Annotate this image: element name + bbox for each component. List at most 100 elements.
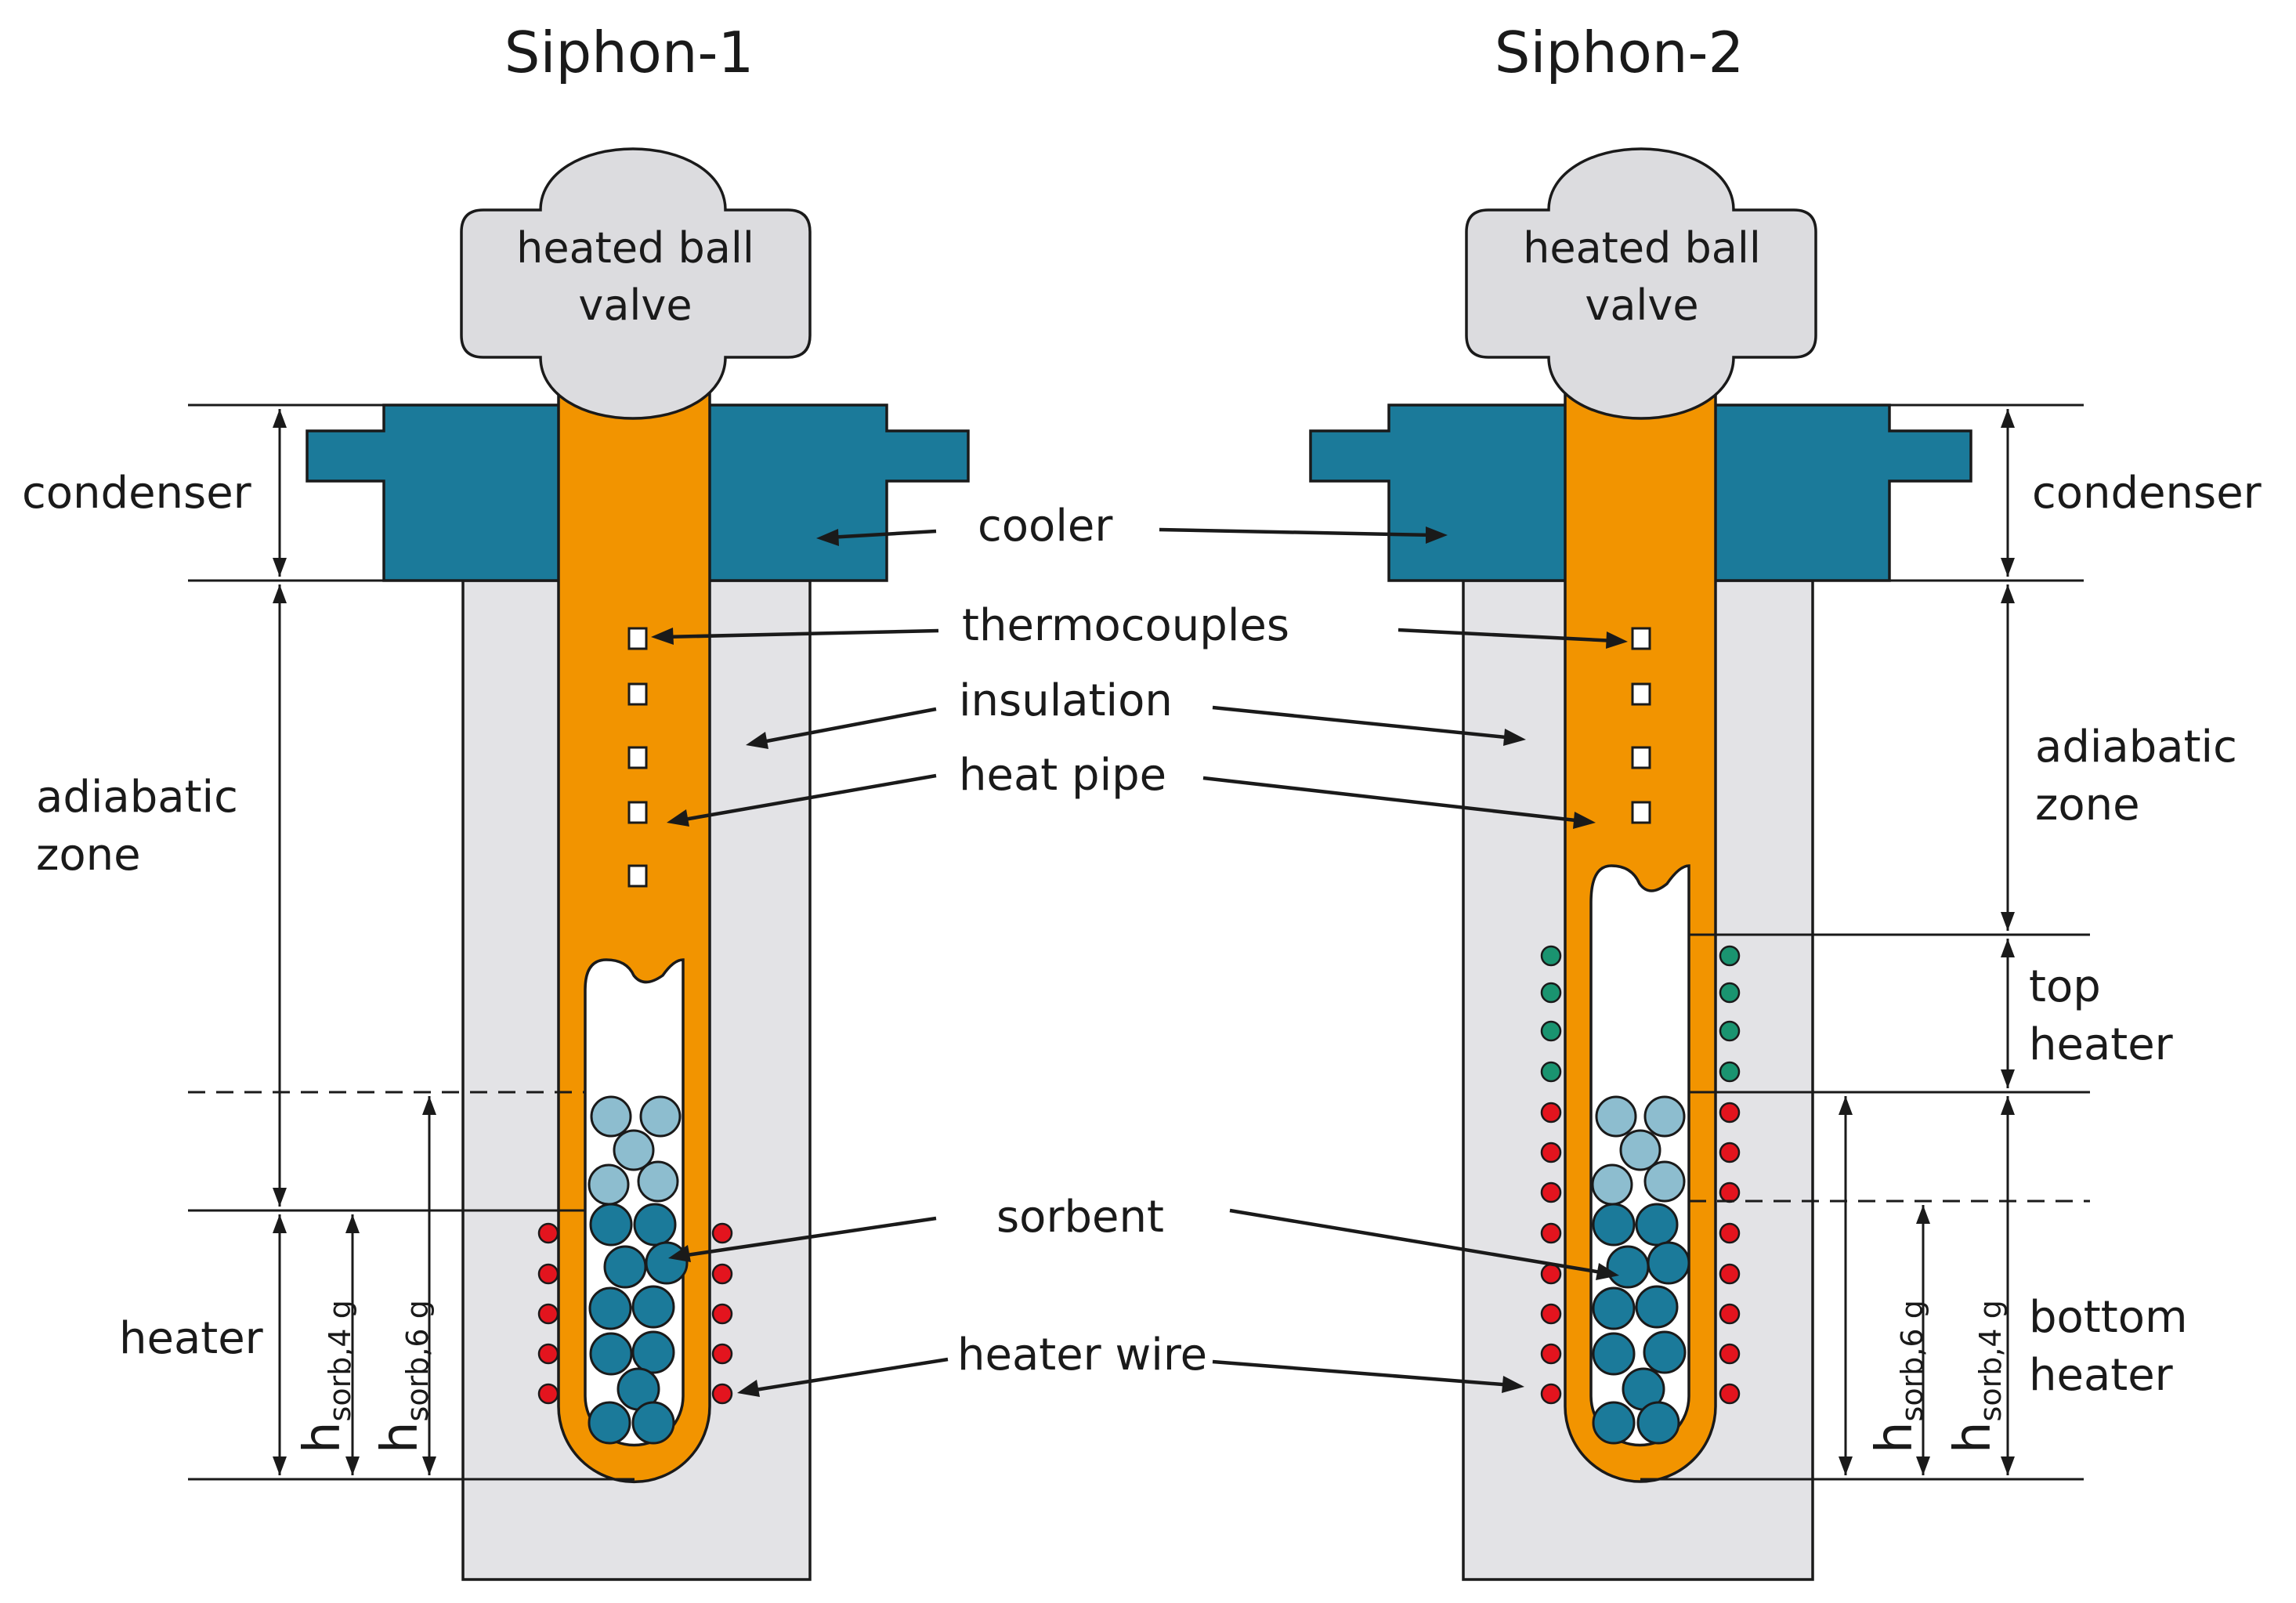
heater-wire-dot: [1719, 1263, 1741, 1285]
valve-label-line1-right: heated ball: [1523, 223, 1761, 273]
heater-wire-dot: [1719, 1102, 1741, 1124]
valve-label-line2-right: valve: [1585, 280, 1698, 330]
heater-wire-dot: [1540, 1383, 1562, 1405]
heater-wire-dot-green: [1540, 945, 1562, 967]
heater-wire-dot-green: [1540, 982, 1562, 1004]
sorbent-particle-light: [1591, 1163, 1633, 1206]
heater-wire-dot: [711, 1222, 733, 1244]
thermocouple: [1631, 746, 1651, 769]
label-insulation: insulation: [959, 675, 1173, 726]
thermocouple: [627, 682, 648, 706]
label-heat-pipe: heat pipe: [959, 750, 1166, 801]
label-adiabatic-right-2: zone: [2035, 780, 2140, 830]
heater-wire-dot: [1540, 1142, 1562, 1163]
heater-wire-dot: [711, 1343, 733, 1365]
label-cooler: cooler: [978, 501, 1113, 552]
heater-wire-dot: [1540, 1263, 1562, 1285]
dim-label-sorb-4g-right: hsorb,4 g: [1944, 1300, 2008, 1453]
title-siphon-2: Siphon-2: [1495, 20, 1745, 85]
sorbent-particle-light: [1643, 1095, 1686, 1138]
heater-wire-dot: [1540, 1343, 1562, 1365]
dim-label-sorb-4g-left: hsorb,4 g: [294, 1300, 357, 1453]
label-thermocouples: thermocouples: [962, 600, 1289, 651]
label-top-heater-right-2: heater: [2029, 1019, 2174, 1070]
heater-wire-dot: [1719, 1303, 1741, 1325]
heater-wire-dot: [537, 1343, 559, 1365]
sorbent-particle-light: [613, 1129, 655, 1171]
sorbent-particles-left: [588, 1095, 689, 1445]
dimension-arrows-left: [273, 409, 436, 1475]
heater-wire-dot: [711, 1383, 733, 1405]
heater-wire-dot: [1719, 1343, 1741, 1365]
heater-wire-dot: [1540, 1303, 1562, 1325]
sorbent-particle-dark: [631, 1401, 675, 1445]
sorbent-particle-dark: [1635, 1285, 1679, 1329]
heater-wire-dot-green: [1540, 1061, 1562, 1083]
heater-wire-dot-green: [1719, 945, 1741, 967]
thermocouple: [1631, 682, 1651, 706]
sorbent-particle-dark: [1592, 1332, 1636, 1376]
heater-wire-left: [537, 1222, 733, 1405]
sorbent-particle-dark: [588, 1286, 632, 1330]
dimension-arrows-right: [1839, 409, 2015, 1475]
thermocouples-right: [1631, 627, 1651, 824]
sorbent-particle-dark: [631, 1285, 675, 1329]
sorbent-particle-light: [639, 1095, 682, 1138]
sorbent-particle-light: [588, 1163, 630, 1206]
sorbent-particle-light: [1643, 1160, 1686, 1203]
heater-wire-dot: [1719, 1222, 1741, 1244]
thermocouples-left: [627, 627, 648, 888]
sorbent-particle-light: [590, 1095, 632, 1138]
valve-label-line2-left: valve: [578, 280, 692, 330]
sorbent-particle-light: [637, 1160, 679, 1203]
label-heater-wire: heater wire: [957, 1330, 1207, 1380]
sorbent-particle-dark: [1636, 1401, 1680, 1445]
title-siphon-1: Siphon-1: [504, 20, 754, 85]
thermocouple: [627, 801, 648, 824]
heater-wire-dot: [537, 1383, 559, 1405]
thermocouple: [1631, 627, 1651, 650]
bottom-heater-wire-right: [1540, 1102, 1741, 1405]
heater-wire-dot-green: [1719, 982, 1741, 1004]
sorbent-particle-light: [1595, 1095, 1637, 1138]
heater-wire-dot: [1540, 1102, 1562, 1124]
label-sorbent: sorbent: [996, 1192, 1164, 1243]
label-heater-left: heater: [119, 1313, 264, 1364]
label-condenser-left: condenser: [22, 468, 252, 519]
heater-wire-dot: [537, 1222, 559, 1244]
thermocouple: [627, 627, 648, 650]
sorbent-particle-light: [1619, 1129, 1661, 1171]
label-adiabatic-left-2: zone: [36, 830, 141, 881]
label-top-heater-right-1: top: [2029, 961, 2101, 1012]
siphon-2: heated ball valve: [1309, 147, 2262, 1581]
heater-wire-dot-green: [1719, 1061, 1741, 1083]
sorbent-particle-dark: [1643, 1330, 1687, 1374]
sorbent-particle-dark: [1592, 1203, 1636, 1247]
label-condenser-right: condenser: [2032, 468, 2262, 519]
sorbent-particle-dark: [1606, 1245, 1650, 1289]
heater-wire-dot: [1719, 1181, 1741, 1203]
heated-ball-valve-right: [1465, 147, 1817, 420]
label-adiabatic-right-1: adiabatic: [2035, 722, 2237, 773]
heater-wire-dot: [711, 1303, 733, 1325]
sorbent-particle-dark: [645, 1241, 689, 1285]
dim-label-sorb-6g-left: hsorb,6 g: [371, 1300, 435, 1453]
label-bottom-heater-right-1: bottom: [2029, 1292, 2188, 1343]
valve-label-line1-left: heated ball: [516, 223, 754, 273]
sorbent-particle-dark: [633, 1203, 677, 1247]
heater-wire-dot-green: [1719, 1020, 1741, 1042]
sorbent-particle-dark: [603, 1245, 647, 1289]
leader-arrows: [651, 526, 1628, 1397]
heater-wire-dot: [1719, 1383, 1741, 1405]
sorbent-particle-dark: [588, 1401, 631, 1445]
top-heater-wire-right: [1540, 945, 1741, 1083]
sorbent-particle-dark: [1592, 1286, 1636, 1330]
sorbent-particle-dark: [1647, 1241, 1690, 1285]
sorbent-particle-dark: [589, 1203, 633, 1247]
thermocouple: [1631, 801, 1651, 824]
heated-ball-valve-left: [460, 147, 812, 420]
heater-wire-dot: [537, 1263, 559, 1285]
sorbent-particle-dark: [631, 1330, 675, 1374]
thermocouple: [627, 864, 648, 888]
sorbent-particles-right: [1591, 1095, 1690, 1445]
